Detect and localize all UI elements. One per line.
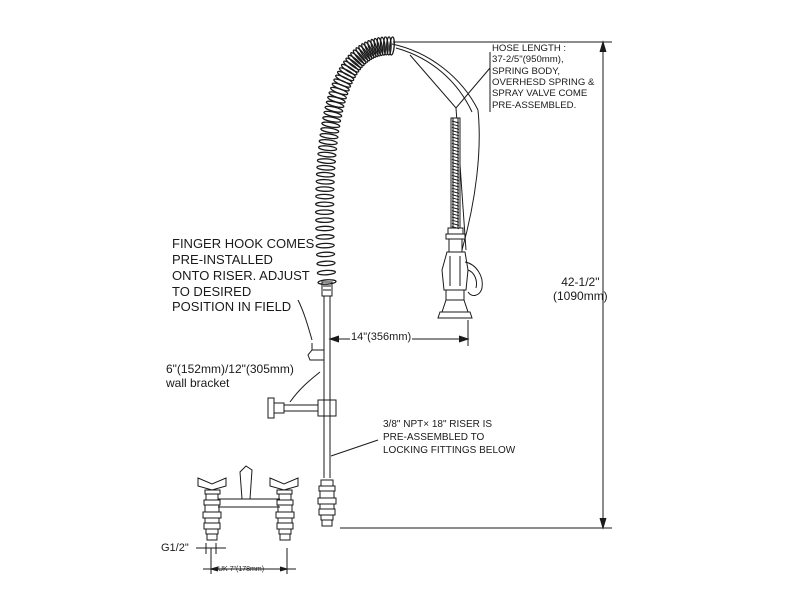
wall-bracket-note: 6"(152mm)/12"(305mm) wall bracket	[166, 362, 294, 391]
spray-valve	[437, 227, 483, 319]
spray-hose	[450, 117, 461, 230]
inlet-thread-label: G1/2"	[161, 542, 189, 554]
wall-bracket	[267, 371, 337, 419]
center-spacing-dimension	[203, 548, 296, 574]
locking-fittings	[317, 479, 337, 527]
hose-length-note: HOSE LENGTH : 37-2/5"(950mm), SPRING BOD…	[492, 43, 595, 111]
riser-note: 3/8" NPT× 18" RISER IS PRE-ASSEMBLED TO …	[383, 419, 516, 456]
right-valve-stack	[275, 493, 295, 541]
reach-dimension-label: 14"(356mm)	[350, 331, 413, 344]
finger-hook	[297, 299, 324, 361]
overhead-spring-coil	[314, 36, 395, 285]
riser-note-leader	[330, 439, 379, 457]
height-dimension-label: 42-1/2" (1090mm)	[553, 275, 608, 304]
center-spacing-label: UK 7"(178mm)	[218, 566, 265, 573]
hose-arc	[391, 43, 480, 251]
right-handle	[269, 477, 299, 495]
deck-mount-body	[218, 465, 280, 508]
finger-hook-note: FINGER HOOK COMES PRE-INSTALLED ONTO RIS…	[172, 236, 315, 315]
left-handle	[197, 477, 227, 495]
riser-pipe	[321, 281, 333, 478]
height-dimension-line	[340, 40, 612, 530]
hose-note-leader	[409, 52, 491, 251]
left-valve-stack	[202, 493, 222, 541]
